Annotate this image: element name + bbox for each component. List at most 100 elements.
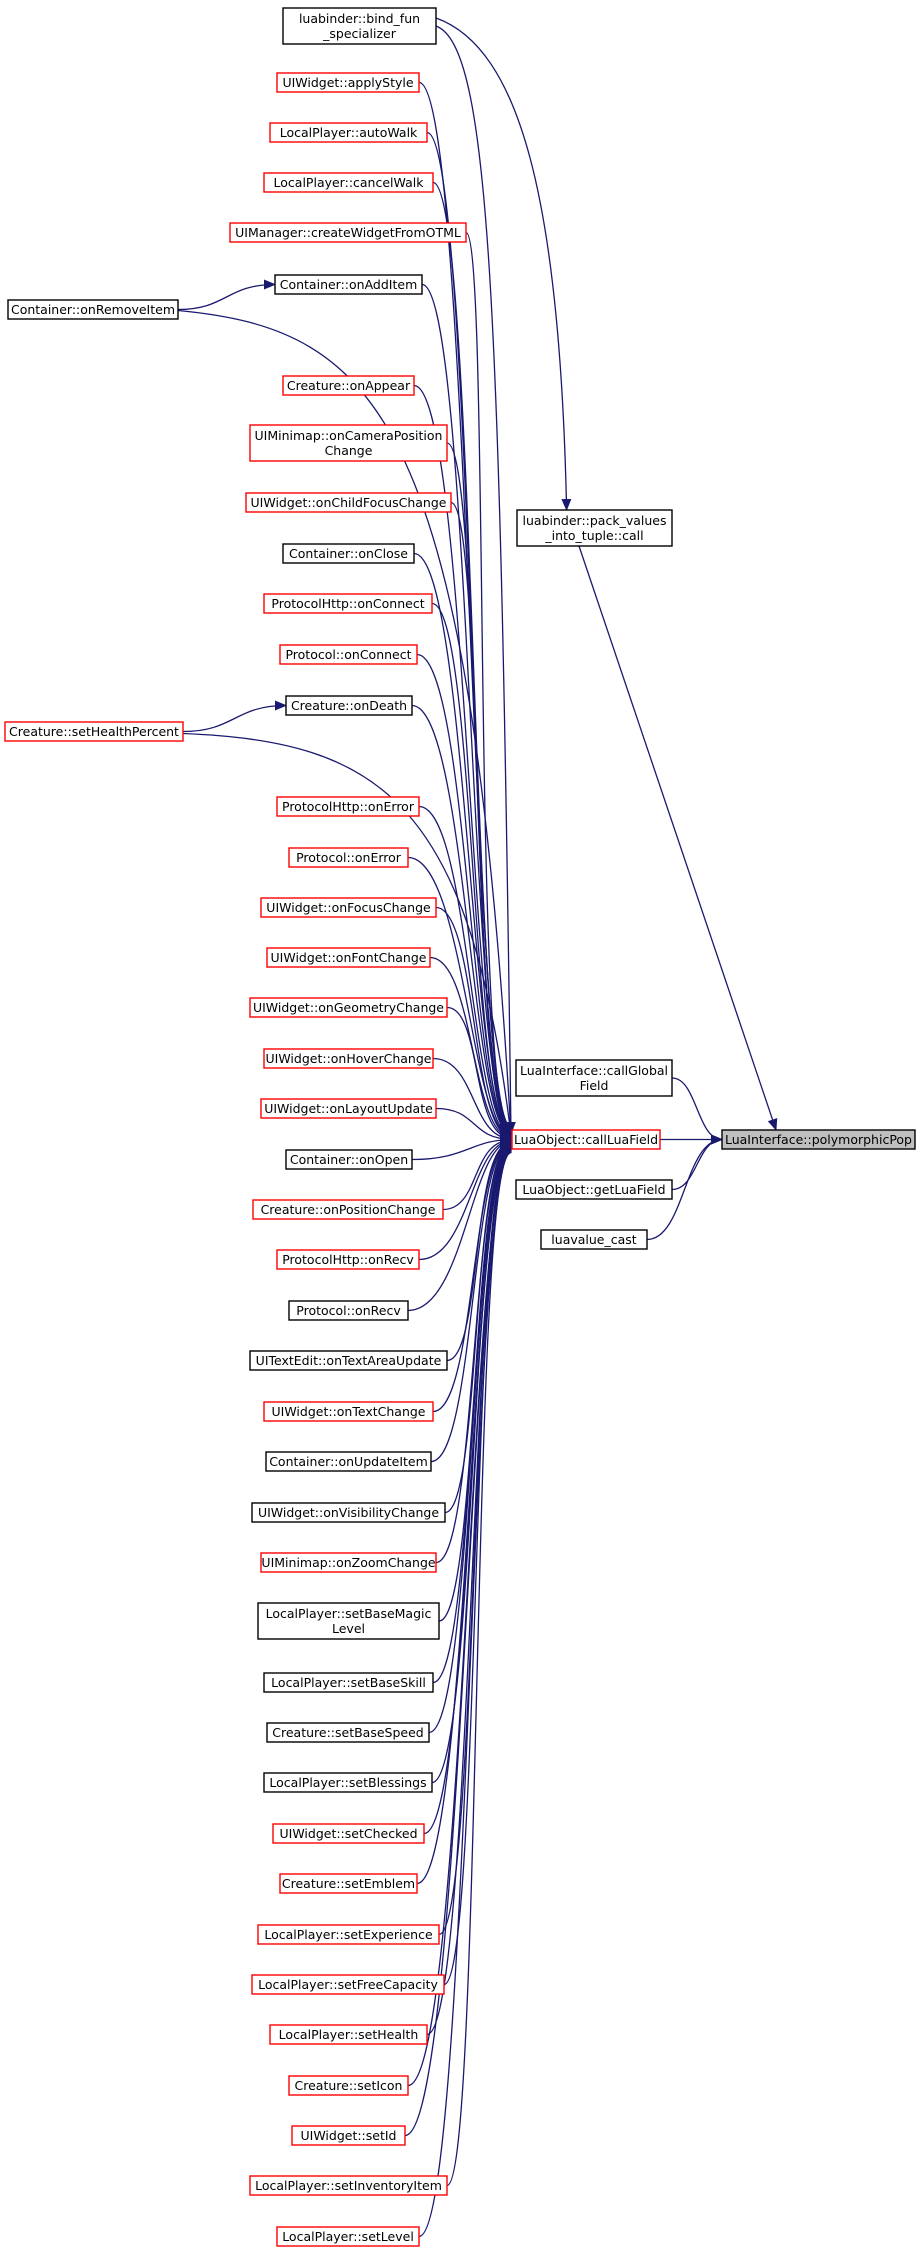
- node-label: UIWidget::onVisibilityChange: [258, 1505, 439, 1520]
- node-polymorphic-pop[interactable]: LuaInterface::polymorphicPop: [721, 1129, 916, 1150]
- node-box: [282, 7, 437, 45]
- node-label: luabinder::pack_values: [523, 513, 667, 528]
- node-label: _specializer: [322, 26, 397, 41]
- node-create-widget-from-otml[interactable]: UIManager::createWidgetFromOTML: [229, 222, 467, 243]
- node-cancel-walk[interactable]: LocalPlayer::cancelWalk: [263, 172, 434, 193]
- node-on-geometry-change[interactable]: UIWidget::onGeometryChange: [249, 997, 448, 1018]
- node-auto-walk[interactable]: LocalPlayer::autoWalk: [269, 122, 428, 143]
- node-set-inventory-item[interactable]: LocalPlayer::setInventoryItem: [249, 2175, 448, 2196]
- node-box: [269, 122, 428, 143]
- node-set-level[interactable]: LocalPlayer::setLevel: [276, 2226, 420, 2247]
- edge-set-id-to-call-lua-field: [404, 1146, 512, 2137]
- node-bind-fun[interactable]: luabinder::bind_fun_specializer: [282, 7, 437, 45]
- node-proto-on-error[interactable]: Protocol::onError: [288, 847, 409, 868]
- node-box: [249, 997, 448, 1018]
- node-http-on-connect[interactable]: ProtocolHttp::onConnect: [263, 593, 433, 614]
- node-http-on-recv[interactable]: ProtocolHttp::onRecv: [276, 1249, 420, 1270]
- node-label: Creature::onAppear: [287, 378, 411, 393]
- node-call-lua-field[interactable]: LuaObject::callLuaField: [511, 1129, 661, 1150]
- node-box: [263, 593, 433, 614]
- node-on-hover-change[interactable]: UIWidget::onHoverChange: [263, 1048, 434, 1069]
- node-label: Field: [580, 1078, 609, 1093]
- node-set-free-capacity[interactable]: LocalPlayer::setFreeCapacity: [251, 1974, 445, 1995]
- node-pack-values[interactable]: luabinder::pack_values_into_tuple::call: [516, 509, 673, 547]
- node-box: [511, 1129, 661, 1150]
- edge-on-layout-update-to-call-lua-field: [435, 1107, 512, 1145]
- node-on-focus-change[interactable]: UIWidget::onFocusChange: [260, 897, 437, 918]
- edge-on-child-focus-change-to-call-lua-field: [450, 501, 512, 1137]
- node-get-lua-field[interactable]: LuaObject::getLuaField: [515, 1179, 673, 1200]
- node-on-remove-item[interactable]: Container::onRemoveItem: [7, 299, 179, 320]
- node-label: UIManager::createWidgetFromOTML: [235, 225, 461, 240]
- node-on-child-focus-change[interactable]: UIWidget::onChildFocusChange: [245, 492, 452, 513]
- node-box: [288, 1300, 409, 1321]
- node-on-text-area-update[interactable]: UITextEdit::onTextAreaUpdate: [249, 1350, 448, 1371]
- edge-set-health-percent-to-on-death: [182, 700, 287, 733]
- node-box: [229, 222, 467, 243]
- node-box: [285, 695, 413, 716]
- node-set-icon[interactable]: Creature::setIcon: [288, 2075, 409, 2096]
- node-set-health-percent[interactable]: Creature::setHealthPercent: [4, 721, 184, 742]
- node-on-death[interactable]: Creature::onDeath: [285, 695, 413, 716]
- node-box: [263, 1401, 434, 1422]
- node-set-blessings[interactable]: LocalPlayer::setBlessings: [263, 1772, 433, 1793]
- node-on-position-change[interactable]: Creature::onPositionChange: [252, 1199, 444, 1220]
- node-label: UIWidget::applyStyle: [282, 75, 413, 90]
- node-set-health[interactable]: LocalPlayer::setHealth: [269, 2024, 428, 2045]
- nodes: LuaInterface::polymorphicPop LuaObject::c…: [4, 7, 916, 2247]
- node-proto-on-connect[interactable]: Protocol::onConnect: [279, 644, 418, 665]
- node-luavalue-cast[interactable]: luavalue_cast: [540, 1229, 648, 1250]
- node-label: UIWidget::onGeometryChange: [253, 1000, 444, 1015]
- node-box: [279, 644, 418, 665]
- edge-http-on-connect-to-call-lua-field: [431, 602, 512, 1138]
- node-on-font-change[interactable]: UIWidget::onFontChange: [266, 947, 431, 968]
- node-box: [515, 1059, 673, 1097]
- node-on-text-change[interactable]: UIWidget::onTextChange: [263, 1401, 434, 1422]
- node-box: [291, 2125, 406, 2146]
- node-box: [249, 424, 448, 462]
- node-box: [263, 1672, 434, 1693]
- node-box: [515, 1179, 673, 1200]
- node-label: UIMinimap::onZoomChange: [261, 1555, 435, 1570]
- node-on-layout-update[interactable]: UIWidget::onLayoutUpdate: [260, 1098, 437, 1119]
- edge-on-remove-item-to-call-lua-field: [177, 309, 516, 1135]
- node-box: [249, 1350, 448, 1371]
- node-box: [263, 1772, 433, 1793]
- node-label: UITextEdit::onTextAreaUpdate: [256, 1353, 442, 1368]
- node-on-visibility-change[interactable]: UIWidget::onVisibilityChange: [251, 1502, 446, 1523]
- edges: [177, 17, 778, 2238]
- node-set-emblem[interactable]: Creature::setEmblem: [279, 1873, 418, 1894]
- node-label: UIWidget::onFocusChange: [266, 900, 431, 915]
- node-set-base-speed[interactable]: Creature::setBaseSpeed: [266, 1722, 430, 1743]
- node-proto-on-recv[interactable]: Protocol::onRecv: [288, 1300, 409, 1321]
- node-label: Protocol::onConnect: [285, 647, 411, 662]
- node-on-add-item[interactable]: Container::onAddItem: [274, 274, 423, 295]
- node-box: [251, 1974, 445, 1995]
- edge-http-on-error-to-call-lua-field: [418, 805, 512, 1141]
- node-on-close[interactable]: Container::onClose: [282, 543, 415, 564]
- node-set-base-skill[interactable]: LocalPlayer::setBaseSkill: [263, 1672, 434, 1693]
- edge-on-open-to-call-lua-field: [411, 1134, 512, 1161]
- node-label: _into_tuple::call: [544, 528, 643, 543]
- node-http-on-error[interactable]: ProtocolHttp::onError: [276, 796, 420, 817]
- node-set-id[interactable]: UIWidget::setId: [291, 2125, 406, 2146]
- node-on-open[interactable]: Container::onOpen: [285, 1149, 413, 1170]
- edge-set-inventory-item-to-call-lua-field: [446, 1147, 512, 2187]
- node-box: [288, 847, 409, 868]
- node-on-appear[interactable]: Creature::onAppear: [282, 375, 415, 396]
- node-label: Container::onClose: [289, 546, 408, 561]
- node-on-zoom-change[interactable]: UIMinimap::onZoomChange: [260, 1552, 437, 1573]
- node-box: [257, 1602, 440, 1640]
- node-set-checked[interactable]: UIWidget::setChecked: [272, 1823, 425, 1844]
- node-set-experience[interactable]: LocalPlayer::setExperience: [257, 1924, 440, 1945]
- edge-on-death-to-call-lua-field: [411, 704, 512, 1140]
- node-on-update-item[interactable]: Container::onUpdateItem: [265, 1451, 432, 1472]
- node-apply-style[interactable]: UIWidget::applyStyle: [276, 72, 420, 93]
- edge-on-text-change-to-call-lua-field: [432, 1137, 512, 1413]
- edge-set-emblem-to-call-lua-field: [416, 1143, 512, 1885]
- node-label: luavalue_cast: [551, 1232, 636, 1247]
